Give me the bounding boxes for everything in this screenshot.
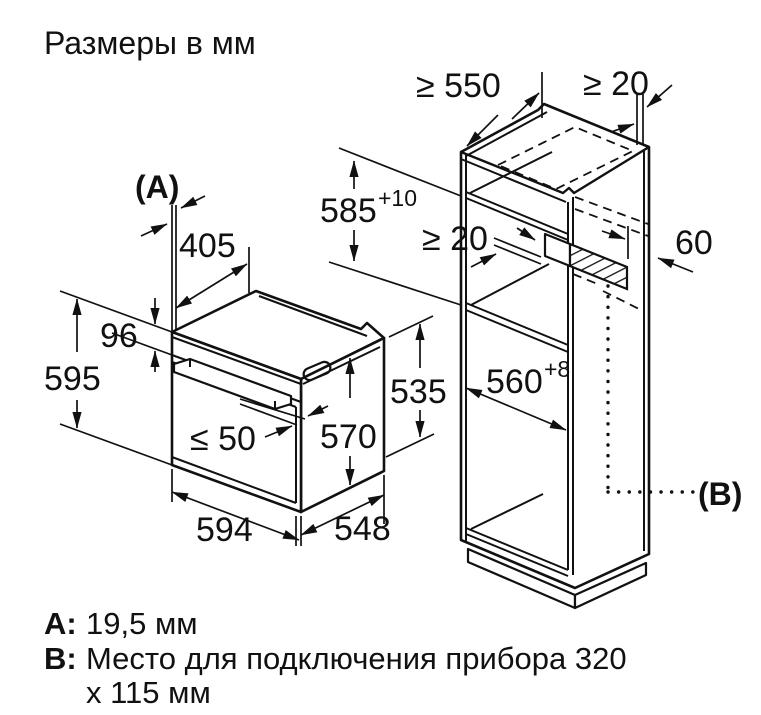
hidden-top-opening xyxy=(495,126,636,190)
legend: A: 19,5 мм B: Место для подключения приб… xyxy=(44,606,627,710)
dim-cabinet-shelf-rear-gap: ≥ 20 xyxy=(422,220,488,258)
dim-oven-front-width: 594 xyxy=(196,511,253,549)
cabinet-dimensions: ≥ 550 ≥ 20 585 +10 ≥ 20 60 560 +8 (B) xyxy=(320,65,742,512)
page-title: Размеры в мм xyxy=(44,25,256,61)
legend-b-value-line1: Место для подключения прибора 320 xyxy=(86,641,627,676)
oven-drawing xyxy=(170,289,386,514)
cabinet-drawing xyxy=(459,102,696,610)
dim-oven-panel-height: 96 xyxy=(100,317,138,355)
callout-a: (A) xyxy=(135,169,179,205)
legend-b-key: B: xyxy=(44,641,77,676)
dim-cabinet-niche-width: 560 xyxy=(486,363,543,401)
dim-cabinet-min-depth: ≥ 550 xyxy=(416,67,501,105)
dim-cabinet-niche-width-tolerance: +8 xyxy=(544,356,570,382)
dim-oven-front-height: 595 xyxy=(44,360,101,398)
legend-a-value: 19,5 мм xyxy=(86,606,198,641)
legend-b-value-line2: х 115 мм xyxy=(86,675,211,710)
dim-cabinet-niche-height-tolerance: +10 xyxy=(378,185,417,211)
connection-strip-hatched xyxy=(568,242,629,291)
dim-oven-body-depth: 548 xyxy=(334,510,391,548)
dim-oven-door-clearance: ≤ 50 xyxy=(190,420,256,458)
cabinet-plinth-side xyxy=(573,561,648,610)
dim-oven-body-height: 570 xyxy=(320,418,377,456)
dim-oven-top-depth: 405 xyxy=(179,227,236,265)
dim-cabinet-top-rear-gap: ≥ 20 xyxy=(583,65,649,103)
dim-oven-rear-height: 535 xyxy=(390,373,447,411)
callout-b: (B) xyxy=(698,476,742,512)
oven-dimensions: (A) 405 96 595 ≤ 50 570 594 548 xyxy=(44,169,447,549)
dim-cabinet-rear-strip-offset: 60 xyxy=(675,224,713,262)
legend-a-key: A: xyxy=(44,606,77,641)
dim-cabinet-niche-height: 585 xyxy=(320,192,377,230)
side-grip-slot xyxy=(302,360,332,382)
